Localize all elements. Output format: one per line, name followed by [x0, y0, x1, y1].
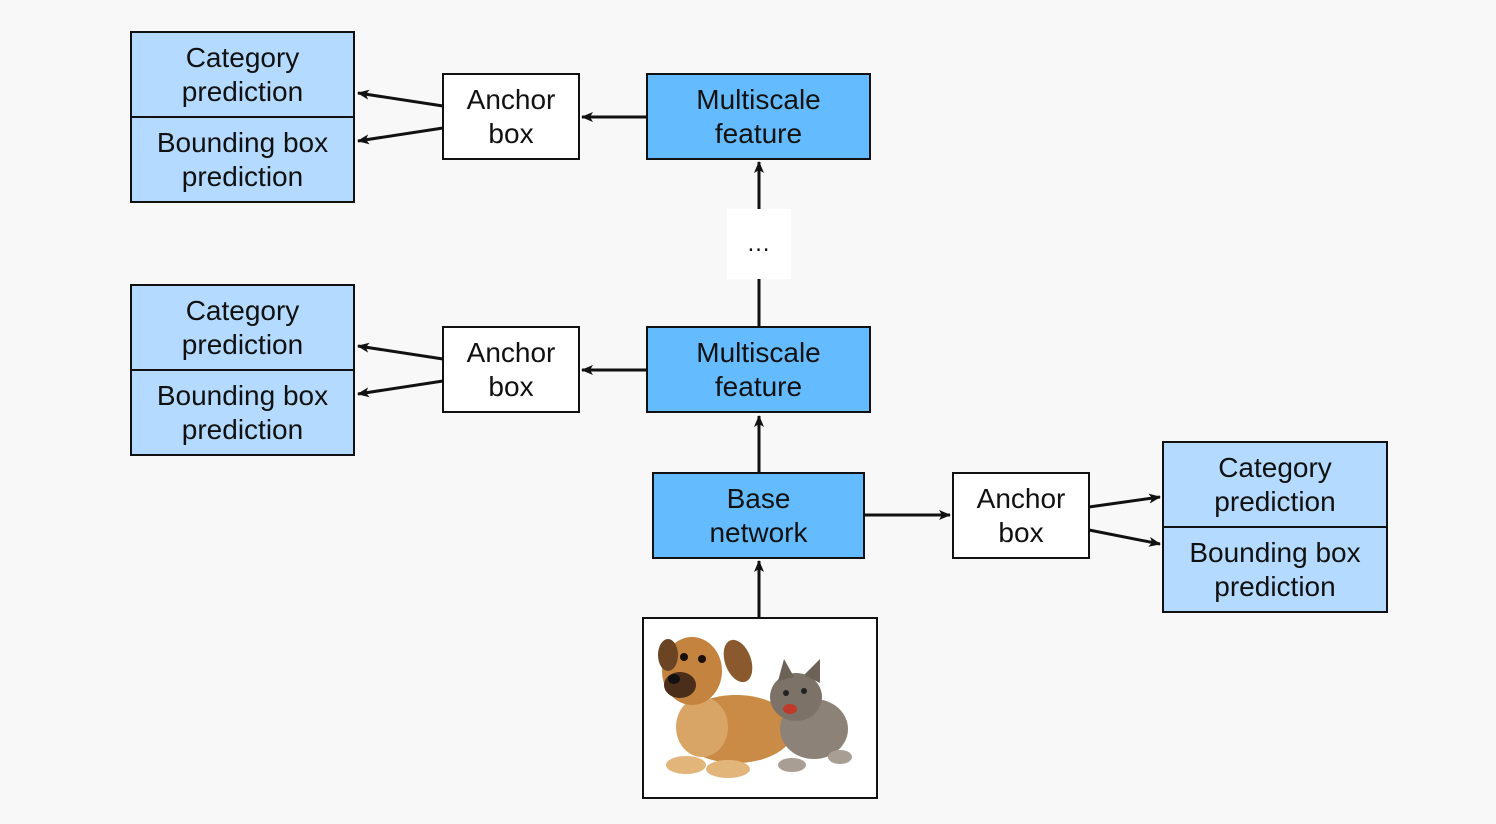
- top-anchor-box-label: Anchor box: [466, 83, 556, 149]
- dog-eye-right: [698, 655, 706, 663]
- middle-anchor-box: Anchor box: [442, 326, 580, 413]
- arrow-anchor-base-to-category: [1088, 493, 1161, 509]
- cat-ear-left: [778, 659, 794, 681]
- middle-prediction-stack: Category prediction Bounding box predict…: [130, 284, 355, 456]
- middle-category-prediction: Category prediction: [181, 294, 304, 360]
- arrow-anchor-top-to-bbox: [357, 126, 444, 145]
- base-network: Base network: [652, 472, 865, 559]
- cat-ear-right: [804, 659, 820, 683]
- cat-head: [770, 673, 822, 721]
- arrow-anchor-top-to-category: [357, 89, 444, 108]
- input-image: [642, 617, 878, 799]
- cat-eye-left: [783, 690, 789, 696]
- middle-multiscale-feature: Multiscale feature: [646, 326, 871, 413]
- cat-paw-left: [778, 758, 806, 772]
- dog-ear-left: [658, 639, 678, 671]
- middle-multiscale-feature-label: Multiscale feature: [696, 336, 821, 402]
- dog-and-cat-illustration: [658, 637, 852, 778]
- ellipsis: …: [727, 209, 791, 279]
- top-category-prediction: Category prediction: [181, 41, 304, 107]
- cat-mouth: [783, 704, 797, 714]
- base-network-label: Base network: [709, 482, 808, 548]
- arrow-anchor-middle-to-category: [357, 342, 444, 361]
- base-anchor-box-label: Anchor box: [976, 482, 1066, 548]
- arrow-anchor-base-to-bbox: [1088, 528, 1161, 547]
- top-bbox-prediction: Bounding box prediction: [132, 116, 353, 201]
- top-anchor-box: Anchor box: [442, 73, 580, 160]
- top-prediction-stack: Category prediction Bounding box predict…: [130, 31, 355, 203]
- top-multiscale-feature: Multiscale feature: [646, 73, 871, 160]
- dog-eye-left: [680, 653, 688, 661]
- dog-nose: [668, 674, 680, 684]
- dog-paw-right: [706, 760, 750, 778]
- dog-muzzle: [664, 672, 696, 698]
- middle-bbox-prediction: Bounding box prediction: [132, 369, 353, 454]
- base-prediction-stack: Category prediction Bounding box predict…: [1162, 441, 1388, 613]
- middle-anchor-box-label: Anchor box: [466, 336, 556, 402]
- dog-ear-right: [723, 639, 753, 683]
- dog-chest: [676, 697, 728, 757]
- base-anchor-box: Anchor box: [952, 472, 1090, 559]
- base-category-prediction: Category prediction: [1214, 451, 1336, 517]
- base-bbox-prediction: Bounding box prediction: [1164, 526, 1386, 611]
- cat-eye-right: [801, 688, 807, 694]
- cat-paw-right: [828, 750, 852, 764]
- top-multiscale-feature-label: Multiscale feature: [696, 83, 821, 149]
- dog-paw-left: [666, 756, 706, 774]
- arrow-anchor-middle-to-bbox: [357, 379, 444, 398]
